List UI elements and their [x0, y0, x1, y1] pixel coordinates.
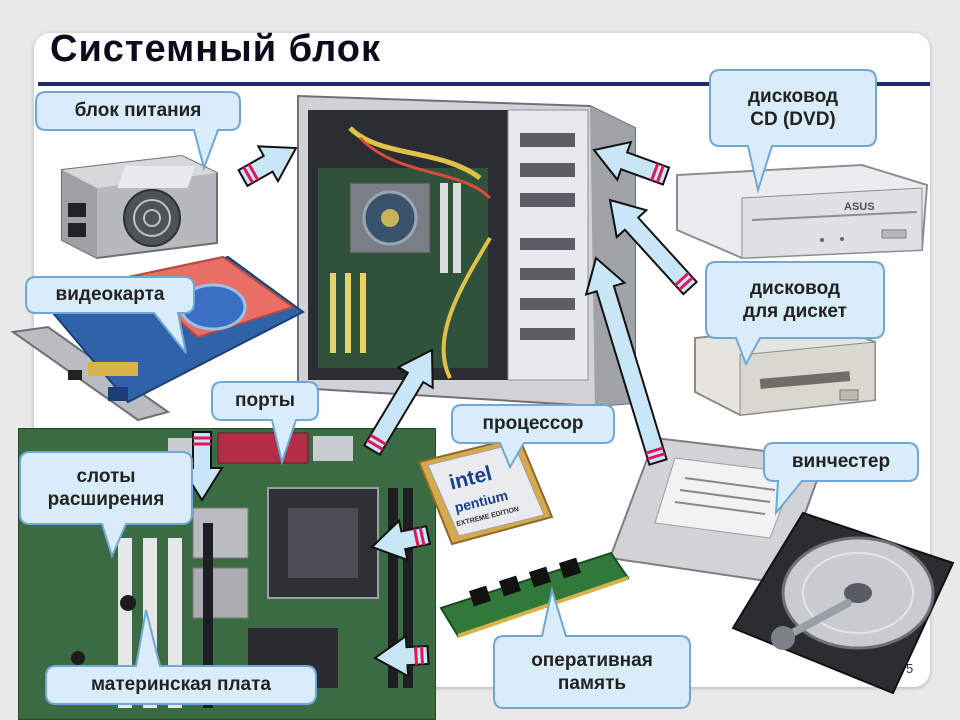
callout-bubble — [35, 91, 241, 172]
arrow-from-floppy-drive — [608, 198, 699, 296]
cd-dvd-drive-image: ASUS — [676, 163, 929, 260]
label-cd-dvd-line2: CD (DVD) — [750, 109, 836, 130]
arrow-tail-band — [366, 438, 384, 451]
arrow-tail-band — [412, 528, 420, 547]
arrow-from-cpu — [370, 518, 432, 562]
arrow-tail-band — [647, 452, 666, 461]
label-power-supply: блок питания — [74, 100, 202, 122]
callout-video-card: видеокарта — [25, 276, 195, 354]
arrow-body — [362, 348, 434, 457]
label-floppy-line2: для дискет — [743, 301, 847, 322]
arrow-body — [584, 256, 668, 466]
arrow-tail-band — [678, 276, 694, 291]
callout-bubble — [19, 451, 193, 559]
title-underline — [38, 82, 930, 86]
arrow-tail-band — [655, 164, 665, 183]
arrow-tail-band — [369, 433, 387, 446]
label-cd-dvd-line1: дисковод — [747, 85, 839, 107]
arrow-from-motherboard — [362, 348, 434, 457]
label-floppy-line1: дисковод — [749, 277, 841, 299]
arrow-from-hard-drive — [584, 256, 668, 466]
callout-bubble — [763, 442, 919, 517]
callout-processor: процессор — [451, 404, 615, 470]
arrow-body — [373, 634, 430, 678]
cpu-image: intel pentium EXTREME EDITION — [417, 435, 554, 546]
ram-image — [439, 551, 630, 638]
callout-cd-dvd-drive: дисковод CD (DVD) — [709, 69, 877, 194]
label-hard-drive: винчестер — [791, 451, 891, 473]
arrow-tail-band — [674, 271, 690, 287]
label-ram-line2: память — [557, 673, 627, 694]
arrow-to-power-supply-bay — [237, 145, 298, 188]
power-supply-image — [61, 154, 218, 260]
arrow-tail-band — [645, 446, 664, 455]
callout-ports: порты — [211, 381, 319, 466]
label-video-card: видеокарта — [55, 284, 165, 306]
arrow-body — [237, 145, 298, 188]
arrow-tail-band — [420, 646, 425, 665]
label-slots-line2: расширения — [47, 489, 165, 510]
label-slots-line1: слоты — [76, 465, 136, 487]
page-number: 5 — [906, 661, 914, 676]
arrow-tail-band — [242, 166, 254, 184]
arrow-body — [370, 518, 432, 562]
label-processor: процессор — [482, 413, 584, 435]
callout-bubble — [211, 381, 319, 466]
cd-drive-brand: ASUS — [844, 201, 875, 213]
callout-bubble — [451, 404, 615, 470]
arrow-tail-band — [414, 646, 419, 665]
label-motherboard: материнская плата — [91, 674, 271, 696]
arrow-from-cd-drive — [592, 140, 671, 186]
callout-bubble — [705, 261, 885, 367]
arrow-tail-band — [650, 162, 660, 181]
callout-motherboard: материнская плата — [45, 609, 317, 705]
arrow-tail-band — [247, 163, 260, 181]
callout-hard-drive: винчестер — [763, 442, 919, 517]
callout-expansion-slots: слоты расширения — [19, 451, 193, 559]
callout-bubble — [45, 609, 317, 705]
arrow-body — [608, 198, 699, 296]
callout-power-supply: блок питания — [35, 91, 241, 172]
label-ports: порты — [235, 390, 295, 412]
callout-bubble — [25, 276, 195, 354]
callout-bubble — [493, 586, 691, 709]
callout-ram: оперативная память — [493, 586, 691, 709]
system-unit-image — [297, 94, 636, 408]
open-hard-drive-image — [731, 511, 955, 695]
callout-floppy-drive: дисковод для дискет — [705, 261, 885, 367]
arrow-from-ram — [373, 634, 430, 678]
callout-bubble — [709, 69, 877, 194]
slide-title: Системный блок — [50, 28, 382, 70]
arrow-tail-band — [418, 527, 426, 546]
label-ram-line1: оперативная — [531, 649, 653, 671]
